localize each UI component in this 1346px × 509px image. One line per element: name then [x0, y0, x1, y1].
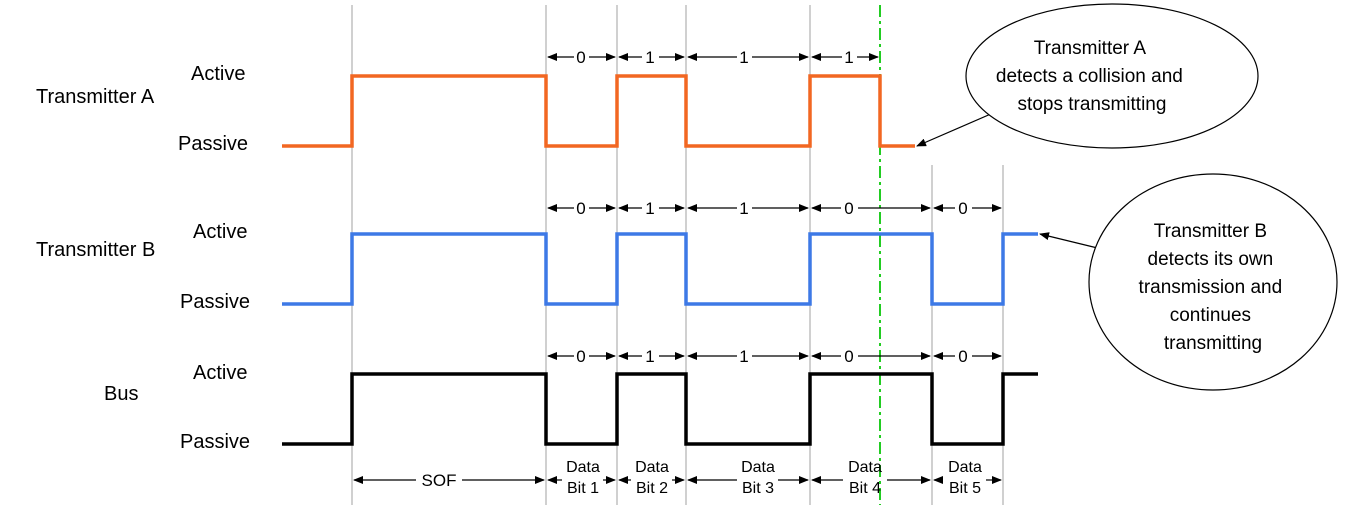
timing-gridlines [351, 5, 1004, 505]
signal-label-transmitter-b: Transmitter B [36, 239, 155, 261]
waveform-bus [282, 372, 1038, 446]
signal-label-transmitter-a: Transmitter A [36, 86, 155, 108]
waveform-transmitter-a [282, 74, 915, 148]
bit-value: 1 [739, 199, 748, 218]
field-label-bit5-top: Data [948, 459, 982, 476]
field-label-bit1-top: Data [566, 459, 600, 476]
callout-b-line: transmission and [1139, 277, 1283, 298]
level-active-b: Active [193, 221, 247, 243]
callout-a-line: detects a collision and [996, 66, 1183, 87]
field-labels: SOF Data Bit 1 Data Bit 2 Data Bit 3 Dat… [422, 459, 982, 497]
waveform-transmitter-b [282, 232, 1038, 306]
callout-a-text: Transmitter A detects a collision and st… [996, 38, 1188, 115]
bit-values-transmitter-b: 0 1 1 0 0 [576, 199, 967, 218]
level-active-bus: Active [193, 362, 247, 384]
callout-b-bubble [1088, 173, 1338, 391]
bit-value: 0 [576, 347, 585, 366]
bit-value: 1 [645, 199, 654, 218]
bit-value: 0 [844, 199, 853, 218]
bit-value: 0 [844, 347, 853, 366]
bit-values-transmitter-a: 0 1 1 1 [576, 48, 853, 67]
field-label-bit4-bottom: Bit 4 [849, 480, 881, 497]
bit-value: 1 [844, 48, 853, 67]
bit-value: 1 [645, 48, 654, 67]
callout-a-line: stops transmitting [1018, 94, 1167, 115]
callout-b-line: continues [1170, 305, 1251, 326]
field-label-bit2-bottom: Bit 2 [636, 480, 668, 497]
bit-value: 1 [645, 347, 654, 366]
field-label-bit3-bottom: Bit 3 [742, 480, 774, 497]
callout-b-line: detects its own [1148, 249, 1274, 270]
field-label-sof: SOF [422, 471, 457, 490]
signal-label-bus: Bus [104, 383, 138, 405]
field-label-bit5-bottom: Bit 5 [949, 480, 981, 497]
bit-values-bus: 0 1 1 0 0 [576, 347, 967, 366]
field-label-bit4-top: Data [848, 459, 882, 476]
field-label-bit2-top: Data [635, 459, 669, 476]
field-label-bit1-bottom: Bit 1 [567, 480, 599, 497]
callout-a-bubble [965, 3, 1259, 149]
level-passive-bus: Passive [180, 431, 250, 453]
callout-b-line: Transmitter B [1154, 221, 1267, 242]
bit-value: 0 [576, 48, 585, 67]
bit-value: 0 [576, 199, 585, 218]
bit-value: 0 [958, 347, 967, 366]
callout-b-line: transmitting [1164, 333, 1262, 354]
level-passive-a: Passive [178, 133, 248, 155]
level-active-a: Active [191, 63, 245, 85]
level-passive-b: Passive [180, 291, 250, 313]
callout-b-text: Transmitter B detects its own transmissi… [1139, 221, 1288, 354]
bit-value: 0 [958, 199, 967, 218]
callout-a-line: Transmitter A [1034, 38, 1147, 59]
bit-value: 1 [739, 347, 748, 366]
callout-a-pointer [916, 109, 1001, 147]
field-label-bit3-top: Data [741, 459, 775, 476]
bit-value: 1 [739, 48, 748, 67]
